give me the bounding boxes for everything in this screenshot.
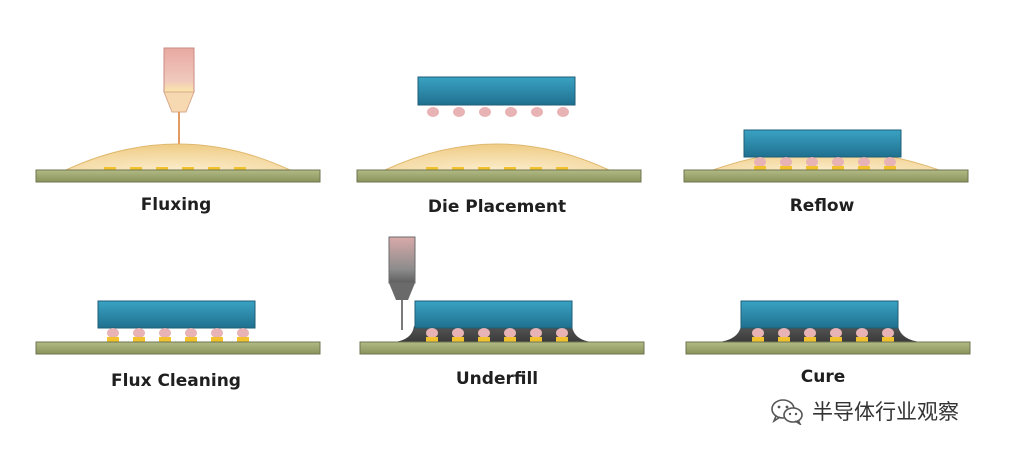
substrate (35, 341, 321, 355)
substrate-pads (426, 167, 568, 171)
substrate (359, 341, 645, 355)
label-underfill: Underfill (455, 369, 539, 389)
panel-fluxing (35, 47, 321, 183)
substrate (35, 169, 321, 183)
flux-layer (65, 143, 291, 171)
solder-bumps (754, 157, 896, 167)
panel-flux-cleaning (35, 300, 321, 355)
panel-underfill (359, 236, 645, 355)
solder-bumps (426, 328, 568, 338)
panel-cure (685, 300, 971, 355)
wechat-icon (771, 399, 803, 425)
solder-bumps (752, 328, 894, 338)
substrate (683, 169, 969, 183)
die (97, 300, 256, 329)
label-fluxing: Fluxing (140, 195, 212, 215)
die (743, 129, 902, 158)
substrate-pads (426, 337, 568, 342)
underfill-fillet (394, 326, 592, 342)
flux-layer (384, 143, 610, 171)
watermark: 半导体行业观察 (770, 396, 959, 426)
label-cure: Cure (800, 367, 846, 387)
underfill-fillet (718, 326, 921, 342)
substrate (685, 341, 971, 355)
die (740, 300, 899, 329)
die (414, 300, 573, 329)
label-die-placement: Die Placement (427, 197, 567, 217)
solder-bumps (427, 107, 569, 117)
panel-reflow (683, 129, 969, 183)
label-reflow: Reflow (789, 196, 855, 216)
underfill-dispenser (388, 236, 416, 330)
solder-bumps (107, 328, 249, 338)
substrate-pads (754, 166, 896, 171)
panel-die-placement (356, 76, 642, 183)
flux-nozzle (163, 47, 195, 144)
substrate (356, 169, 642, 183)
substrate-pads (752, 337, 894, 342)
substrate-pads (104, 167, 246, 171)
substrate-pads (107, 337, 249, 342)
die (417, 76, 576, 106)
label-flux-cleaning: Flux Cleaning (111, 371, 241, 391)
watermark-text: 半导体行业观察 (812, 400, 959, 424)
